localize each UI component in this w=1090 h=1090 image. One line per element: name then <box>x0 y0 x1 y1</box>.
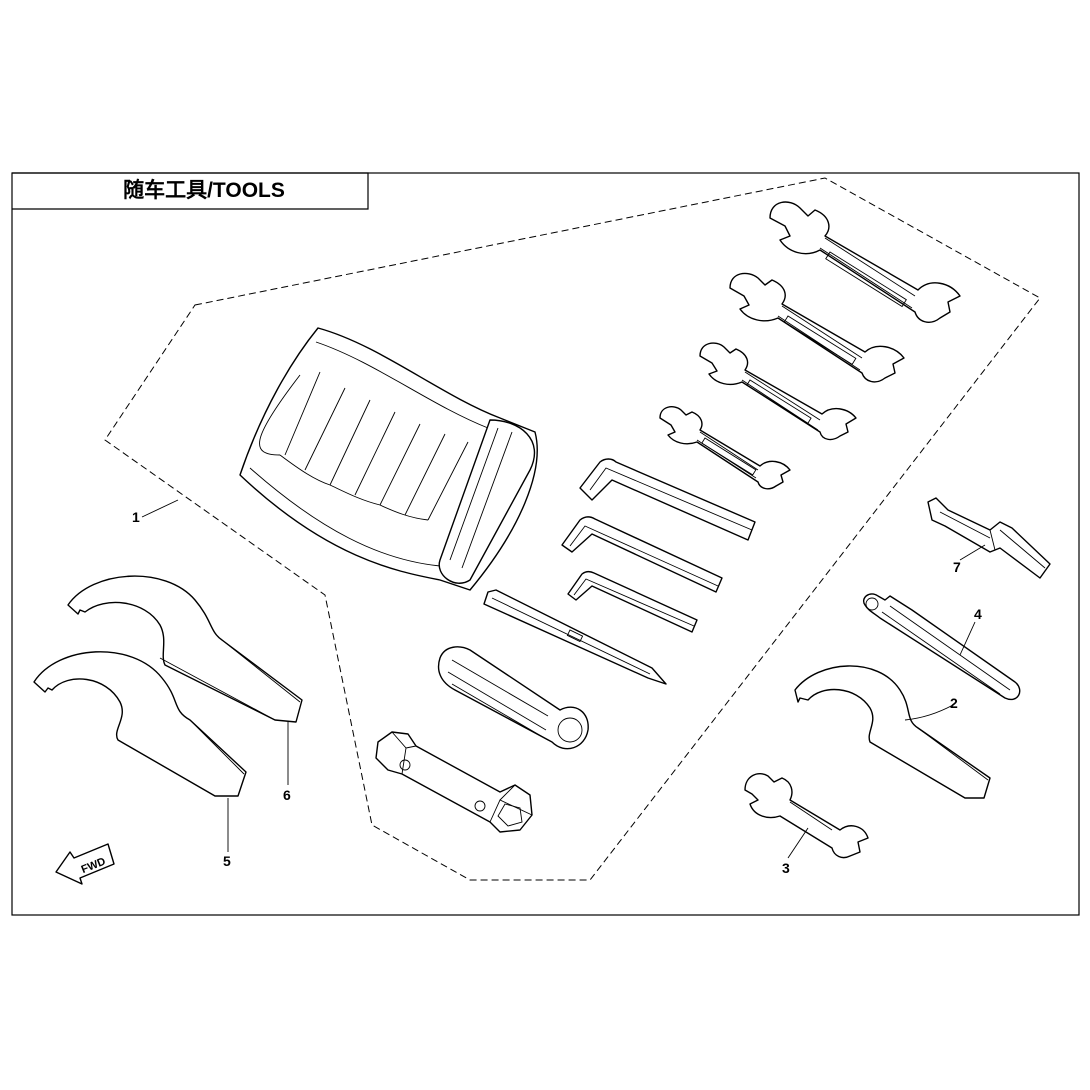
callout-5: 5 <box>223 853 231 869</box>
callout-4: 4 <box>974 606 982 622</box>
callout-7: 7 <box>953 559 961 575</box>
callout-leaders <box>141 499 986 859</box>
toolkit-boundary <box>104 177 1041 881</box>
hex-key-large <box>579 458 756 541</box>
title-box: 随车工具/TOOLS <box>12 172 369 210</box>
hook-spanner-5 <box>33 651 247 797</box>
hook-spanner-6 <box>67 575 303 723</box>
open-wrench-item-3 <box>744 772 869 859</box>
callout-1: 1 <box>132 509 140 525</box>
tool-roll-pouch <box>239 327 538 591</box>
open-wrench-2 <box>729 272 905 383</box>
diagram-title: 随车工具/TOOLS <box>123 178 285 202</box>
open-wrench-1 <box>769 201 961 323</box>
box-spanner <box>375 731 533 833</box>
open-wrench-4 <box>659 406 791 490</box>
callout-3: 3 <box>782 860 790 876</box>
pin-handle-4 <box>863 593 1021 701</box>
callout-6: 6 <box>283 787 291 803</box>
callout-2: 2 <box>950 695 958 711</box>
tube-tool-7 <box>927 497 1051 579</box>
open-wrench-3 <box>699 342 857 441</box>
hex-key-small <box>567 570 698 633</box>
diagram-frame <box>11 172 1080 916</box>
hook-spanner-2 <box>794 665 991 799</box>
screwdriver-blade <box>483 589 667 685</box>
fwd-arrow: FWD <box>55 843 115 885</box>
hex-key-medium <box>561 516 723 593</box>
screwdriver-handle <box>437 646 589 750</box>
